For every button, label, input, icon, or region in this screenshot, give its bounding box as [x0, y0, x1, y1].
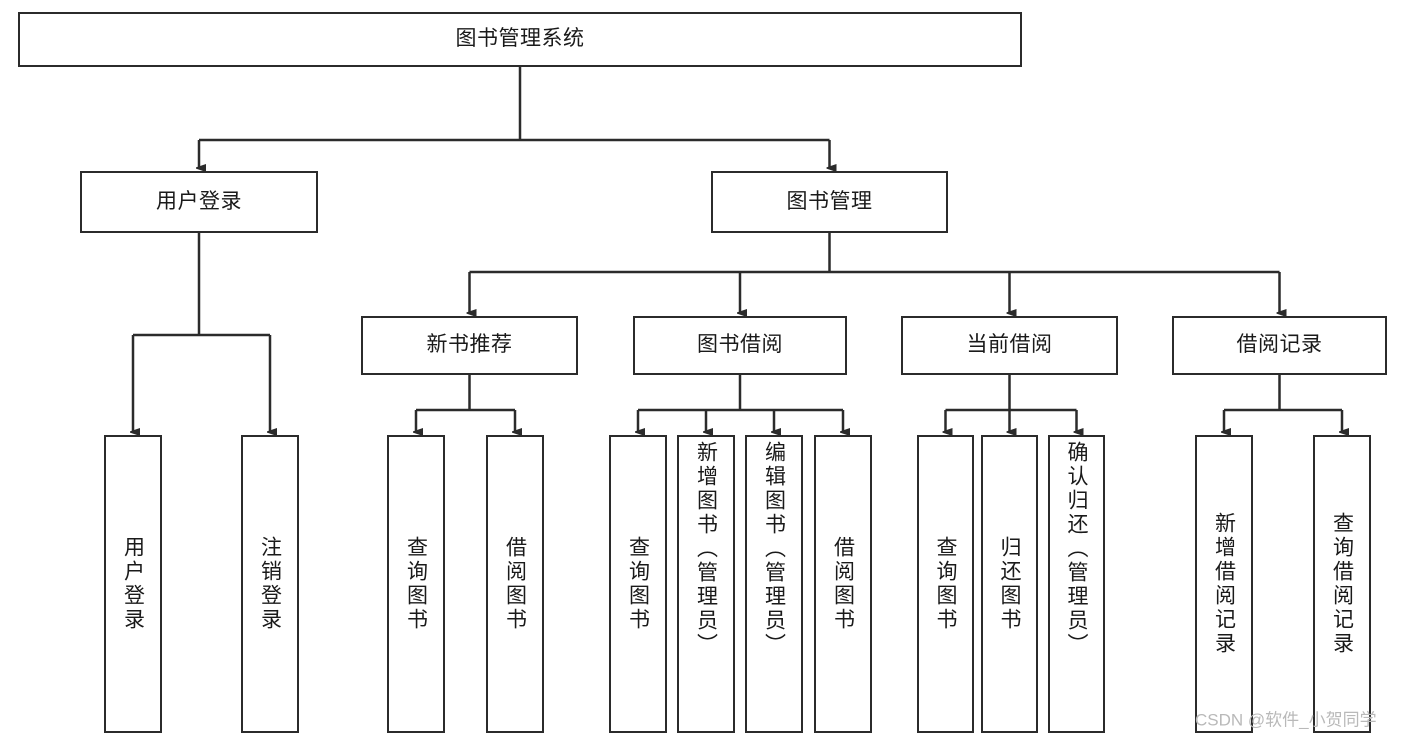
node-label: 查询图书 — [404, 536, 428, 632]
node-leaf-edit-book[interactable]: 编辑图书（管理员） — [745, 435, 803, 733]
node-book-manage[interactable]: 图书管理 — [711, 171, 948, 233]
node-user-login[interactable]: 用户登录 — [80, 171, 318, 233]
node-leaf-query-2[interactable]: 查询图书 — [609, 435, 667, 733]
node-label: 归还图书 — [998, 536, 1021, 632]
node-label: 确认归还（管理员） — [1065, 441, 1088, 657]
node-label: 新增图书（管理员） — [694, 441, 718, 657]
node-label: 查询图书 — [934, 536, 957, 632]
node-label: 借阅记录 — [1236, 333, 1323, 357]
node-label: 用户登录 — [121, 536, 145, 632]
node-leaf-confirm[interactable]: 确认归还（管理员） — [1048, 435, 1105, 733]
node-leaf-add-book[interactable]: 新增图书（管理员） — [677, 435, 735, 733]
node-label: 图书管理 — [786, 189, 873, 213]
node-label: 借阅图书 — [503, 536, 527, 632]
node-leaf-query-3[interactable]: 查询图书 — [917, 435, 974, 733]
node-label: 新书推荐 — [426, 333, 513, 357]
node-leaf-add-rec[interactable]: 新增借阅记录 — [1195, 435, 1253, 733]
node-label: 编辑图书（管理员） — [762, 441, 786, 657]
node-label: 用户登录 — [156, 189, 242, 213]
node-leaf-borrow-2[interactable]: 借阅图书 — [814, 435, 872, 733]
node-leaf-logout[interactable]: 注销登录 — [241, 435, 299, 733]
node-leaf-query-1[interactable]: 查询图书 — [387, 435, 445, 733]
node-label: 查询借阅记录 — [1330, 512, 1354, 656]
node-new-book-rec[interactable]: 新书推荐 — [361, 316, 578, 375]
node-label: 注销登录 — [258, 536, 282, 632]
node-label: 借阅图书 — [831, 536, 855, 632]
node-label: 新增借阅记录 — [1212, 512, 1236, 656]
node-root[interactable]: 图书管理系统 — [18, 12, 1022, 67]
node-leaf-user-login[interactable]: 用户登录 — [104, 435, 162, 733]
node-label: 查询图书 — [626, 536, 650, 632]
node-book-borrow[interactable]: 图书借阅 — [633, 316, 847, 375]
connector-lines — [133, 67, 1342, 432]
node-borrow-record[interactable]: 借阅记录 — [1172, 316, 1387, 375]
node-leaf-query-rec[interactable]: 查询借阅记录 — [1313, 435, 1371, 733]
node-label: 图书管理系统 — [455, 27, 585, 51]
node-label: 图书借阅 — [697, 333, 783, 357]
node-current-borrow[interactable]: 当前借阅 — [901, 316, 1118, 375]
node-label: 当前借阅 — [966, 333, 1053, 357]
node-leaf-borrow-1[interactable]: 借阅图书 — [486, 435, 544, 733]
node-leaf-return[interactable]: 归还图书 — [981, 435, 1038, 733]
